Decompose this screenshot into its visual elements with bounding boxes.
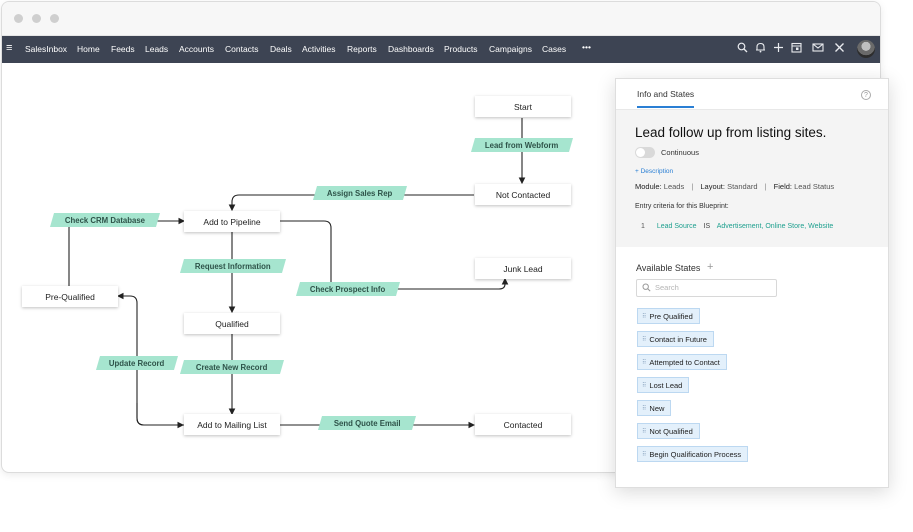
blueprint-title: Lead follow up from listing sites. bbox=[635, 125, 827, 140]
nav-item-reports[interactable]: Reports bbox=[347, 44, 377, 54]
drag-handle-icon[interactable]: ⠿ bbox=[642, 359, 647, 366]
avatar[interactable] bbox=[857, 40, 875, 58]
state-node-not-contacted[interactable]: Not Contacted bbox=[475, 184, 571, 205]
transition-lead-from-webform[interactable]: Lead from Webform bbox=[470, 138, 574, 152]
state-node-start[interactable]: Start bbox=[475, 96, 571, 117]
transition-create-new-record[interactable]: Create New Record bbox=[179, 360, 285, 374]
tab-info-and-states[interactable]: Info and States bbox=[637, 89, 695, 108]
state-chip-lost-lead[interactable]: ⠿Lost Lead bbox=[637, 377, 690, 393]
connector-notcontacted-pipeline bbox=[228, 194, 474, 212]
nav-item-deals[interactable]: Deals bbox=[270, 44, 292, 54]
drag-handle-icon[interactable]: ⠿ bbox=[642, 405, 647, 412]
state-chip-attempted-to-contact[interactable]: ⠿Attempted to Contact bbox=[637, 354, 727, 370]
criteria-number: 1 bbox=[641, 223, 645, 230]
blueprint-summary: Lead follow up from listing sites. Conti… bbox=[616, 110, 888, 247]
nav-item-campaigns[interactable]: Campaigns bbox=[489, 44, 532, 54]
state-chip-pre-qualified[interactable]: ⠿Pre Qualified bbox=[637, 308, 700, 324]
state-node-pre-qualified[interactable]: Pre-Qualified bbox=[22, 286, 118, 307]
mail-icon[interactable] bbox=[812, 42, 824, 57]
continuous-toggle[interactable] bbox=[635, 147, 655, 158]
connector-crm-pipeline bbox=[68, 217, 186, 287]
connector-pipeline-junk bbox=[280, 220, 509, 290]
entry-criteria-label: Entry criteria for this Blueprint: bbox=[635, 203, 729, 210]
state-node-qualified[interactable]: Qualified bbox=[184, 313, 280, 334]
state-chip-not-qualified[interactable]: ⠿Not Qualified bbox=[637, 423, 700, 439]
field-label: Field: bbox=[773, 182, 792, 191]
module-value: Leads bbox=[663, 182, 685, 191]
transition-update-record[interactable]: Update Record bbox=[95, 356, 179, 370]
nav-item-salesinbox[interactable]: SalesInbox bbox=[25, 44, 68, 54]
state-node-junk-lead[interactable]: Junk Lead bbox=[475, 258, 571, 279]
search-icon[interactable] bbox=[737, 42, 748, 57]
entry-criteria-row: 1 Lead Source IS Advertisement, Online S… bbox=[641, 223, 833, 230]
transition-request-information[interactable]: Request Information bbox=[179, 259, 287, 273]
window-minimize-dot[interactable] bbox=[32, 14, 41, 23]
title-bar bbox=[2, 2, 880, 36]
more-icon[interactable]: ••• bbox=[582, 42, 591, 52]
add-description-link[interactable]: + Description bbox=[635, 168, 674, 175]
top-navbar: ≡ SalesInbox Home Feeds Leads Accounts C… bbox=[2, 36, 880, 63]
states-search-field[interactable] bbox=[636, 279, 777, 297]
info-states-panel: Info and States ? Lead follow up from li… bbox=[615, 78, 889, 488]
tools-icon[interactable] bbox=[834, 42, 845, 57]
transition-assign-sales-rep[interactable]: Assign Sales Rep bbox=[312, 186, 408, 200]
transition-check-prospect-info[interactable]: Check Prospect Info bbox=[295, 282, 401, 296]
help-icon[interactable]: ? bbox=[861, 90, 871, 100]
search-icon bbox=[642, 283, 651, 294]
nav-item-leads[interactable]: Leads bbox=[145, 44, 169, 54]
continuous-toggle-label: Continuous bbox=[661, 148, 699, 157]
drag-handle-icon[interactable]: ⠿ bbox=[642, 313, 647, 320]
drag-handle-icon[interactable]: ⠿ bbox=[642, 451, 647, 458]
nav-item-products[interactable]: Products bbox=[444, 44, 478, 54]
panel-tab-bar: Info and States ? bbox=[616, 79, 888, 110]
blueprint-canvas[interactable]: Start Not Contacted Add to Pipeline Junk… bbox=[2, 63, 880, 472]
bell-icon[interactable] bbox=[755, 42, 766, 57]
module-label: Module: bbox=[635, 182, 662, 191]
plus-icon[interactable] bbox=[773, 42, 784, 57]
field-value: Lead Status bbox=[794, 182, 835, 191]
layout-value: Standard bbox=[727, 182, 758, 191]
add-state-icon[interactable]: + bbox=[707, 261, 714, 273]
drag-handle-icon[interactable]: ⠿ bbox=[642, 382, 647, 389]
state-chip-begin-qualification-process[interactable]: ⠿Begin Qualification Process bbox=[637, 446, 749, 462]
criteria-operator: IS bbox=[703, 223, 711, 230]
nav-item-home[interactable]: Home bbox=[77, 44, 100, 54]
hamburger-icon[interactable]: ≡ bbox=[6, 42, 13, 54]
transition-check-crm-database[interactable]: Check CRM Database bbox=[49, 213, 161, 227]
blueprint-meta: Module: Leads | Layout: Standard | Field… bbox=[635, 182, 835, 191]
state-chip-contact-in-future[interactable]: ⠿Contact in Future bbox=[637, 331, 714, 347]
nav-item-activities[interactable]: Activities bbox=[302, 44, 336, 54]
drag-handle-icon[interactable]: ⠿ bbox=[642, 336, 647, 343]
transition-send-quote-email[interactable]: Send Quote Email bbox=[317, 416, 417, 430]
states-search-input[interactable] bbox=[655, 283, 770, 292]
criteria-field[interactable]: Lead Source bbox=[656, 223, 697, 230]
nav-item-dashboards[interactable]: Dashboards bbox=[388, 44, 434, 54]
window-zoom-dot[interactable] bbox=[50, 14, 59, 23]
nav-item-contacts[interactable]: Contacts bbox=[225, 44, 259, 54]
nav-item-cases[interactable]: Cases bbox=[542, 44, 567, 54]
criteria-value[interactable]: Advertisement, Online Store, Website bbox=[716, 223, 834, 230]
calendar-icon[interactable] bbox=[791, 42, 802, 57]
state-node-contacted[interactable]: Contacted bbox=[475, 414, 571, 435]
available-states-title: Available States bbox=[636, 263, 701, 273]
window-close-dot[interactable] bbox=[14, 14, 23, 23]
drag-handle-icon[interactable]: ⠿ bbox=[642, 428, 647, 435]
layout-label: Layout: bbox=[700, 182, 725, 191]
nav-item-accounts[interactable]: Accounts bbox=[179, 44, 214, 54]
state-chip-new[interactable]: ⠿New bbox=[637, 400, 672, 416]
nav-item-feeds[interactable]: Feeds bbox=[111, 44, 135, 54]
state-node-add-to-pipeline[interactable]: Add to Pipeline bbox=[184, 211, 280, 232]
state-node-add-to-mailing-list[interactable]: Add to Mailing List bbox=[184, 414, 280, 435]
